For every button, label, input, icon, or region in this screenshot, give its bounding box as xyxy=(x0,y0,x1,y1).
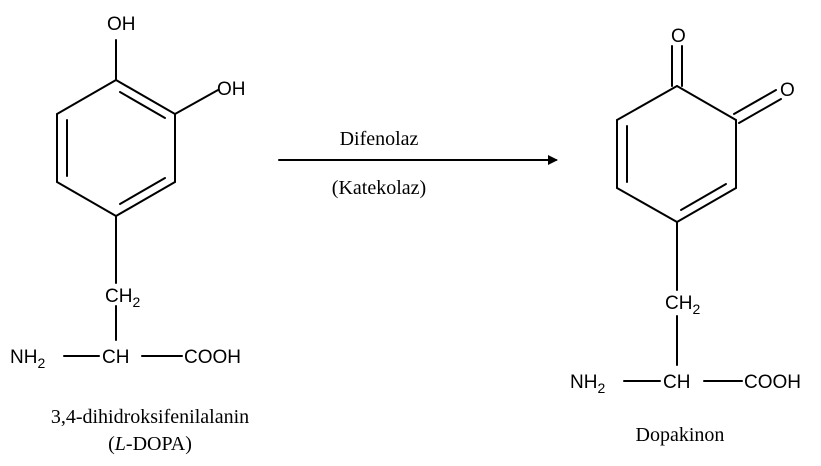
alpha-ch-label: CH xyxy=(102,347,129,368)
o-top-label: O xyxy=(671,26,686,47)
enzyme-label: Difenolaz xyxy=(340,128,419,150)
ch2-label-product: CH2 xyxy=(665,293,700,317)
carbonyl-right-bond-a xyxy=(733,89,777,115)
cooh-label: COOH xyxy=(184,347,241,368)
dopakinon-structure: O O CH2 NH2 CH COOH Dopakinon xyxy=(570,26,801,446)
o-right-label: O xyxy=(780,80,795,101)
alpha-ch-label-product: CH xyxy=(663,372,690,393)
oh-right-bond xyxy=(174,89,219,115)
reaction-arrow: Difenolaz (Katekolaz) xyxy=(278,128,558,199)
dopakinon-name: Dopakinon xyxy=(636,424,725,446)
nh2-label-product: NH2 xyxy=(570,372,605,396)
l-dopa-name: 3,4-dihidroksifenilalanin xyxy=(51,406,249,428)
carbonyl-right-bond-b xyxy=(738,98,782,124)
enzyme-alt-label: (Katekolaz) xyxy=(332,177,426,199)
l-dopa-structure: OH OH CH2 NH2 CH COOH 3,4-dihidroksifeni… xyxy=(10,14,249,455)
oh-right-label: OH xyxy=(217,79,246,100)
oh-top-label: OH xyxy=(107,14,136,35)
quinone-ring xyxy=(616,85,737,223)
l-dopa-benzene-ring xyxy=(56,79,176,217)
nh2-label: NH2 xyxy=(10,347,45,371)
l-dopa-abbreviation: (L-DOPA) xyxy=(108,433,192,455)
cooh-label-product: COOH xyxy=(744,372,801,393)
ch2-label: CH2 xyxy=(105,286,140,310)
